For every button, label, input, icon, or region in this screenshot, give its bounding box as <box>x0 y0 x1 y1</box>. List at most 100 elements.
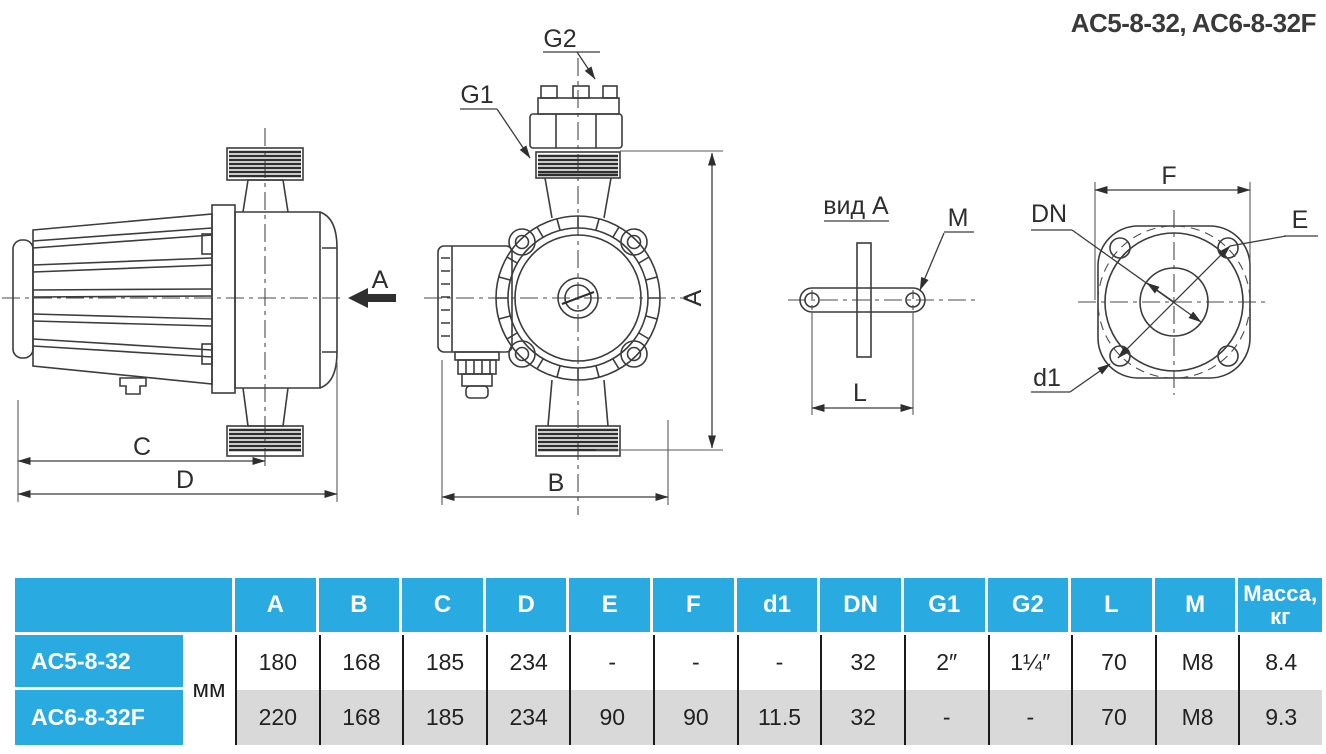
flange-tab-bottom <box>201 343 213 365</box>
mass-header-line2: кг <box>1270 604 1291 629</box>
cell-ac6-d1: 11.5 <box>736 690 821 745</box>
bracket-slot-plate <box>799 287 926 313</box>
cell-ac6-M: M8 <box>1154 690 1239 745</box>
page-title: AC5-8-32, AC6-8-32F <box>1070 8 1317 38</box>
union-nut <box>529 113 623 149</box>
flange-tab-top <box>201 233 213 255</box>
cell-ac6-mass: 9.3 <box>1238 690 1322 745</box>
flange-view: F DN E d1 <box>1031 162 1318 395</box>
cell-ac5-F: - <box>653 635 737 690</box>
dim-label-c: C <box>133 433 151 461</box>
face-plate <box>514 234 642 362</box>
table-header-E: E <box>569 578 654 632</box>
cell-ac6-B: 168 <box>318 690 403 745</box>
flange-circle <box>1104 232 1244 372</box>
cell-ac5-B: 168 <box>318 635 403 690</box>
dim-label-b: B <box>548 469 565 497</box>
cell-ac5-C: 185 <box>402 635 486 690</box>
unit-label: мм <box>183 635 235 745</box>
terminal-box-vents <box>441 257 450 337</box>
table-header-D: D <box>485 578 570 632</box>
label-e: E <box>1292 206 1309 234</box>
pump-front-view: G2 G1 A B <box>424 25 723 515</box>
cell-ac5-A: 180 <box>235 635 319 690</box>
face-bolts <box>508 228 648 368</box>
dim-label-a: A <box>679 289 707 306</box>
view-a-bracket: вид А M L <box>788 192 978 415</box>
dim-e-line <box>1117 245 1231 359</box>
dim-dn-arrow2 <box>1146 282 1175 303</box>
table-header-A: A <box>235 578 319 632</box>
table-header-B: B <box>318 578 403 632</box>
pump-body-detail <box>319 212 337 388</box>
top-threaded-port <box>226 147 304 181</box>
table-header-mass: Масса, кг <box>1238 578 1322 632</box>
table-header-d1: d1 <box>736 578 821 632</box>
table-header-C: C <box>402 578 486 632</box>
leader-g1 <box>496 108 531 159</box>
cell-ac6-G1: - <box>903 690 988 745</box>
leader-g2 <box>576 51 596 80</box>
motor-end-cap <box>12 239 34 359</box>
view-arrow-label: A <box>372 266 389 294</box>
model-name-ac5: AC5-8-32 <box>15 635 183 690</box>
pump-side-view: A C D <box>2 128 396 502</box>
cell-ac6-D: 234 <box>485 690 570 745</box>
center-screw-inner <box>564 284 592 312</box>
table-header-G2: G2 <box>987 578 1072 632</box>
dim-label-l: L <box>853 379 867 407</box>
cell-ac6-C: 185 <box>402 690 486 745</box>
nut-facets <box>555 114 597 148</box>
table-header-F: F <box>653 578 737 632</box>
dim-label-d: D <box>176 466 194 494</box>
cell-ac6-G2: - <box>987 690 1072 745</box>
table-header-L: L <box>1071 578 1155 632</box>
cell-ac6-F: 90 <box>653 690 737 745</box>
cell-ac6-A: 220 <box>235 690 319 745</box>
cell-ac5-d1: - <box>736 635 821 690</box>
dimensions-table: A B C D E F d1 DN G1 G2 L M Масса, кг AC… <box>15 578 1322 745</box>
cable-gland <box>454 351 500 399</box>
cell-ac5-G1: 2″ <box>903 635 988 690</box>
bottom-threaded-port <box>226 425 304 457</box>
cell-ac5-D: 234 <box>485 635 570 690</box>
table-header-DN: DN <box>820 578 904 632</box>
view-a-caption: вид А <box>823 192 889 220</box>
technical-drawings: A C D <box>2 25 1318 515</box>
cell-ac6-DN: 32 <box>820 690 904 745</box>
bolt-circle <box>1097 225 1251 379</box>
pump-body <box>234 211 338 389</box>
label-dn: DN <box>1031 200 1067 228</box>
model-name-ac6: AC6-8-32F <box>15 690 183 745</box>
cell-ac5-mass: 8.4 <box>1238 635 1322 690</box>
bottom-neck <box>547 379 609 427</box>
top-thread-collar <box>535 151 621 179</box>
center-screw <box>557 277 599 319</box>
bracket-vertical-bar <box>856 242 872 358</box>
cell-ac5-E: - <box>569 635 654 690</box>
drain-plug <box>119 377 147 395</box>
cell-ac5-G2: 1¼″ <box>987 635 1072 690</box>
table-header-M: M <box>1154 578 1239 632</box>
cell-ac5-M: M8 <box>1154 635 1239 690</box>
label-d1: d1 <box>1033 364 1061 392</box>
cell-ac6-E: 90 <box>569 690 654 745</box>
label-g1: G1 <box>460 81 493 109</box>
motor-ribs <box>32 227 213 358</box>
table-header-block <box>15 578 235 632</box>
leader-m <box>919 232 945 291</box>
screw-slot <box>561 290 595 306</box>
cell-ac5-DN: 32 <box>820 635 904 690</box>
cell-ac6-L: 70 <box>1071 690 1155 745</box>
view-direction-arrow <box>348 288 396 308</box>
cell-ac5-L: 70 <box>1071 635 1155 690</box>
motor-flange <box>211 204 236 394</box>
dim-label-f: F <box>1161 162 1176 190</box>
top-neck <box>544 177 612 219</box>
bottom-thread-collar <box>535 425 621 457</box>
mass-header-line1: Масса, <box>1243 580 1318 606</box>
label-g2: G2 <box>543 25 576 53</box>
leader-e <box>1229 235 1287 247</box>
leader-d1 <box>1069 363 1111 393</box>
